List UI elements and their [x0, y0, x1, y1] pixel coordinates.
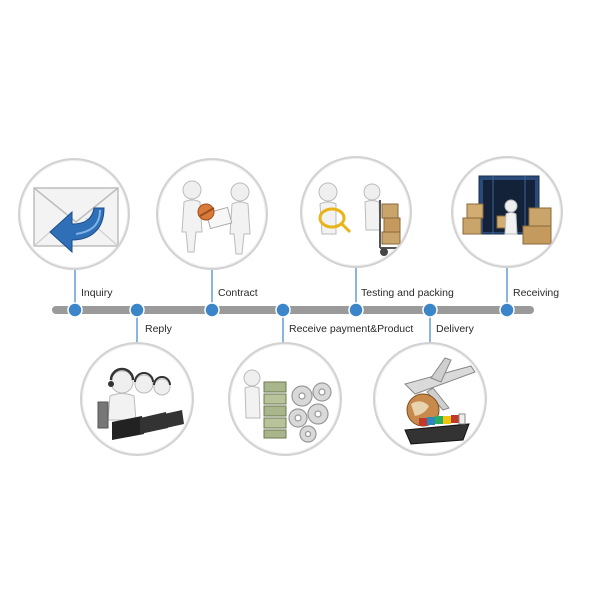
money-gears-icon	[243, 369, 332, 443]
node-receiving	[499, 302, 515, 318]
step-image-reply	[80, 342, 194, 456]
step-image-inquiry	[18, 158, 130, 270]
node-inquiry	[67, 302, 83, 318]
globe-plane-ship-icon	[404, 357, 476, 445]
envelope-reply-icon	[33, 187, 119, 254]
call-center-icon	[97, 367, 184, 440]
step-label-receive-payment: Receive payment&Product	[289, 323, 414, 335]
step-image-delivery	[373, 342, 487, 456]
step-label-delivery: Delivery	[436, 323, 474, 335]
step-image-receiving	[451, 156, 563, 268]
node-testing-packing	[348, 302, 364, 318]
node-contract	[204, 302, 220, 318]
node-delivery	[422, 302, 438, 318]
container-boxes-icon	[462, 175, 552, 245]
step-label-reply: Reply	[145, 323, 172, 335]
step-label-contract: Contract	[218, 287, 258, 299]
step-label-receiving: Receiving	[513, 287, 560, 299]
magnifier-boxes-icon	[318, 182, 402, 256]
step-label-testing-packing: Testing and packing	[361, 287, 454, 299]
handshake-contract-icon	[181, 180, 251, 255]
step-image-contract	[156, 158, 268, 270]
step-image-testing-packing	[300, 156, 412, 268]
node-reply	[129, 302, 145, 318]
step-image-receive-payment	[228, 342, 342, 456]
node-receive-payment	[275, 302, 291, 318]
step-label-inquiry: Inquiry	[81, 287, 113, 299]
